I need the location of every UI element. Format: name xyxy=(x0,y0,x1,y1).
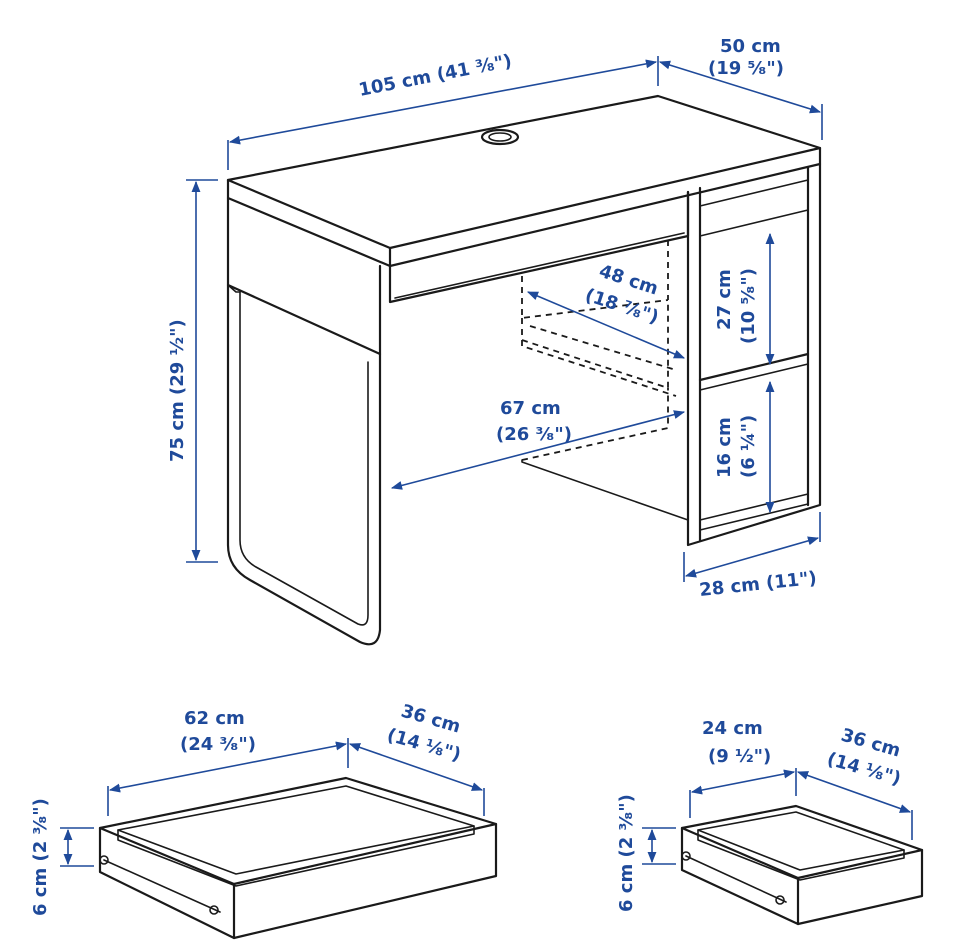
inner-width-in-label: (26 ³⁄₈") xyxy=(496,424,572,445)
large-drawer-width-cm-label: 62 cm xyxy=(184,708,245,729)
large-drawer-depth-line xyxy=(348,743,484,791)
large-drawer-drawing xyxy=(98,776,498,940)
desk-depth-cm-label: 50 cm xyxy=(720,36,781,57)
small-drawer-dimensions xyxy=(642,768,913,865)
cabinet-width-line xyxy=(684,536,820,578)
desk-depth-in-label: (19 ⁵⁄₈") xyxy=(708,58,784,79)
small-drawer-width-line xyxy=(690,769,796,795)
upper-shelf-in-label: (10 ⁵⁄₈") xyxy=(738,268,759,344)
small-drawer-depth-line xyxy=(796,771,912,813)
small-drawer-width-in-label: (9 ½") xyxy=(708,746,771,767)
inner-width-cm-label: 67 cm xyxy=(500,398,561,419)
desk-height-label: 75 cm (29 ½") xyxy=(167,319,188,462)
small-drawer-height-label: 6 cm (2 ³⁄₈") xyxy=(616,794,637,912)
inner-depth-line xyxy=(526,291,686,359)
desk-depth-line xyxy=(658,60,822,114)
large-drawer-width-in-label: (24 ³⁄₈") xyxy=(180,734,256,755)
desk-dimensions xyxy=(186,56,823,582)
small-drawer-drawing xyxy=(680,804,924,926)
inner-width-line xyxy=(390,410,686,490)
small-drawer-width-cm-label: 24 cm xyxy=(702,718,763,739)
cable-hole-icon xyxy=(480,128,520,146)
lower-shelf-cm-label: 16 cm xyxy=(714,417,735,478)
large-drawer-width-line xyxy=(108,741,348,793)
cabinet-width-label: 28 cm (11") xyxy=(698,568,817,601)
large-drawer-dimensions xyxy=(60,738,485,867)
upper-shelf-cm-label: 27 cm xyxy=(714,269,735,330)
desk-width-line xyxy=(228,59,658,145)
lower-shelf-in-label: (6 ¼") xyxy=(738,415,759,478)
desk-drawing xyxy=(226,94,822,646)
large-drawer-height-label: 6 cm (2 ³⁄₈") xyxy=(30,798,51,916)
